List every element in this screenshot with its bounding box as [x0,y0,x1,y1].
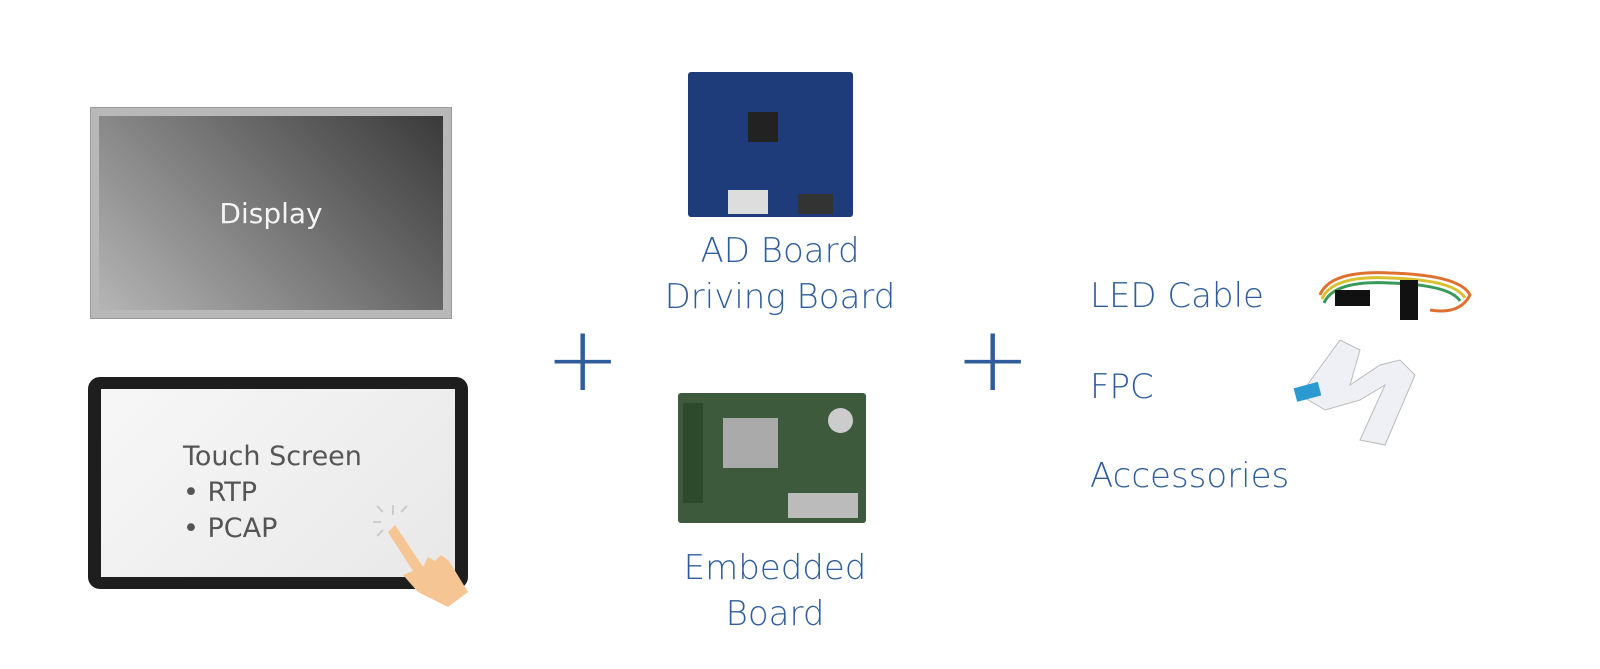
display-panel: Display [90,107,452,319]
plus-sign-1: + [545,307,621,412]
touch-type-rtp: • RTP [183,477,258,508]
led-cable-label: LED Cable [1090,276,1264,316]
touch-type-pcap: • PCAP [183,513,278,544]
touch-screen-panel: Touch Screen • RTP • PCAP [88,377,468,607]
driving-board-label: Driving Board [664,277,896,317]
accessories-label: Accessories [1090,456,1290,496]
embedded-label: Embedded [683,548,867,588]
ad-board-image [688,72,853,217]
display-label: Display [219,196,323,230]
embedded-board-image [678,393,866,523]
touch-screen-title: Touch Screen [183,441,362,472]
fpc-label: FPC [1090,367,1154,407]
fpc-cable-image [1293,339,1416,446]
board-label: Board [725,594,825,634]
led-cable-image [1318,271,1472,320]
ad-board-label: AD Board [700,231,860,271]
plus-sign-2: + [955,307,1031,412]
pointing-hand-icon [373,505,468,607]
